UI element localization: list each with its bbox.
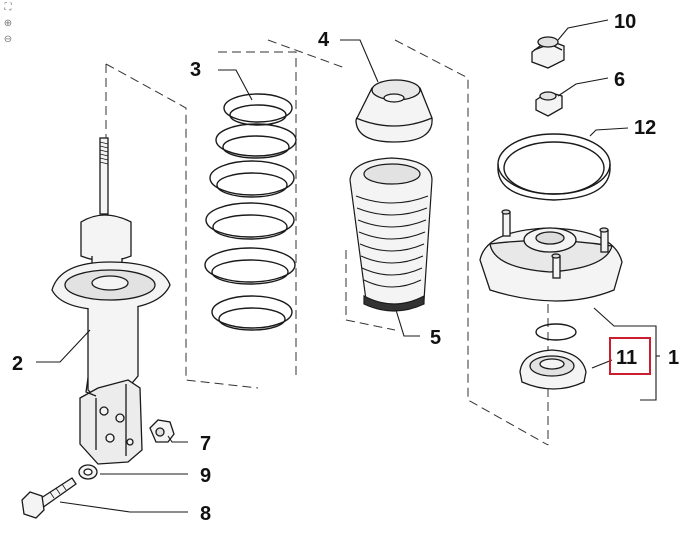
mount-stud-front xyxy=(552,255,561,279)
strut-rod xyxy=(99,137,109,215)
washer[interactable] xyxy=(78,464,98,480)
mount-stud-right xyxy=(600,229,609,253)
zoom-in-icon[interactable]: ⊕ xyxy=(3,18,13,29)
callout-12[interactable]: 12 xyxy=(634,117,656,139)
mount-stud-left xyxy=(502,211,511,237)
callouts: 1 2 3 4 5 6 7 8 9 10 11 12 xyxy=(12,11,679,525)
fit-to-window-icon[interactable]: ⛶ xyxy=(4,2,12,13)
callout-6[interactable]: 6 xyxy=(614,69,625,91)
small-nut[interactable] xyxy=(535,91,563,117)
zoom-out-icon[interactable]: ⊖ xyxy=(3,34,13,45)
selected-callout-highlight xyxy=(609,337,651,375)
callout-5[interactable]: 5 xyxy=(430,327,441,349)
o-ring xyxy=(535,323,577,341)
dust-boot[interactable] xyxy=(349,157,433,312)
callout-4[interactable]: 4 xyxy=(318,29,330,51)
callout-11[interactable]: 11 xyxy=(616,347,637,369)
bump-stop[interactable] xyxy=(355,79,433,143)
ring-seal[interactable] xyxy=(497,133,611,201)
zoom-toolbar: ⛶ ⊕ ⊖ xyxy=(2,2,16,50)
callout-10[interactable]: 10 xyxy=(614,11,636,33)
callout-2[interactable]: 2 xyxy=(12,353,23,375)
mount-bearing[interactable] xyxy=(519,323,587,390)
top-flange-nut[interactable] xyxy=(531,36,565,69)
callout-1[interactable]: 1 xyxy=(668,347,679,369)
rod-thread xyxy=(99,141,109,165)
bracket-bolt[interactable] xyxy=(21,477,77,519)
callout-7[interactable]: 7 xyxy=(200,433,211,455)
assembly-guides xyxy=(105,39,549,446)
strut-top-mount[interactable] xyxy=(479,209,623,302)
callout-3[interactable]: 3 xyxy=(190,59,201,81)
knuckle-bracket xyxy=(79,379,143,465)
shock-absorber-strut[interactable] xyxy=(51,137,171,465)
coil-spring[interactable] xyxy=(204,93,297,331)
strut-upper-tube xyxy=(80,214,132,262)
leader-lines xyxy=(36,19,660,513)
callout-9[interactable]: 9 xyxy=(200,465,211,487)
callout-8[interactable]: 8 xyxy=(200,503,211,525)
